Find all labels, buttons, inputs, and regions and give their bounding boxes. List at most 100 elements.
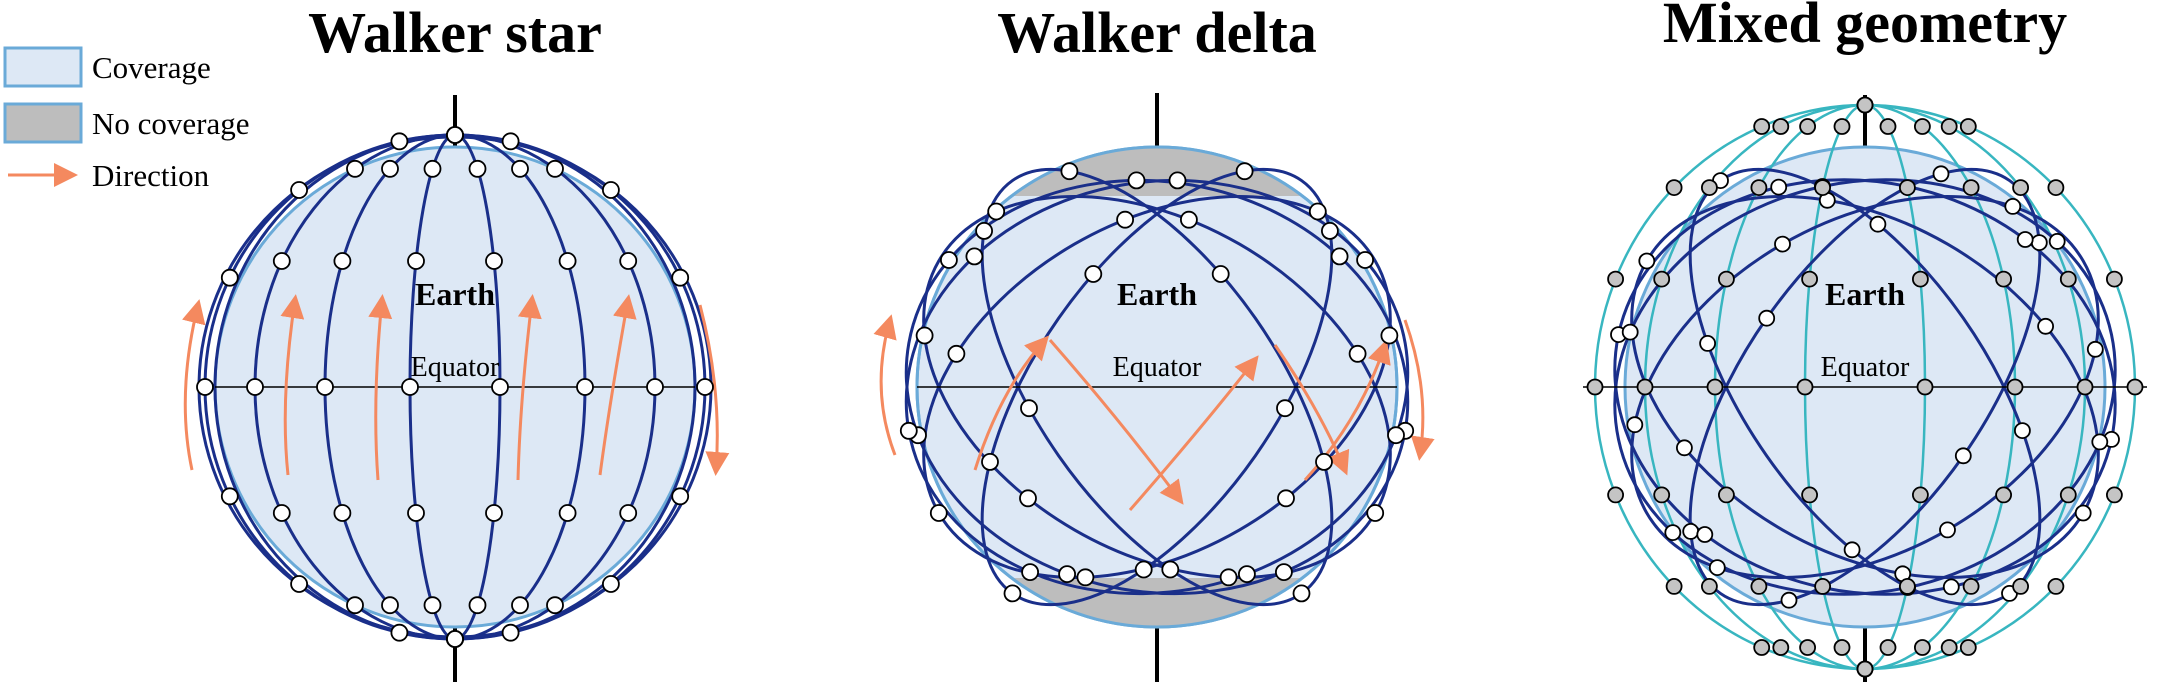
satellite-marker	[947, 344, 966, 363]
satellite-marker	[446, 126, 464, 144]
satellite-marker	[1939, 521, 1956, 539]
satellite-marker	[1772, 118, 1790, 135]
satellite-marker	[2047, 578, 2065, 595]
satellite-marker	[1276, 399, 1294, 418]
satellite-marker	[1380, 326, 1399, 345]
satellite-marker	[272, 252, 291, 270]
satellite-marker	[2091, 433, 2109, 451]
satellite-marker	[1753, 118, 1771, 135]
satellite-marker	[929, 504, 948, 522]
satellite-marker	[1356, 251, 1374, 269]
satellite-marker	[1003, 584, 1022, 603]
satellite-marker	[1699, 334, 1716, 352]
direction-arrow	[368, 294, 393, 481]
satellite-marker	[981, 452, 999, 471]
legend-direction-label: Direction	[92, 158, 210, 193]
satellite-marker	[546, 159, 564, 178]
satellite-marker	[468, 596, 487, 615]
satellite-marker	[1772, 639, 1790, 656]
direction-arrow-layer	[182, 294, 730, 481]
satellite-marker	[1753, 639, 1771, 656]
satellite-marker	[1701, 578, 1718, 595]
satellite-marker	[619, 504, 638, 522]
satellite-marker	[2048, 232, 2066, 250]
satellite-marker	[446, 630, 464, 648]
satellite-marker	[1706, 378, 1724, 396]
satellite-marker	[1879, 118, 1897, 135]
satellite-marker	[333, 252, 352, 270]
satellite-marker	[1833, 639, 1851, 656]
satellite-marker	[1211, 265, 1230, 283]
satellite-marker	[1116, 210, 1134, 229]
satellite-marker	[491, 378, 509, 396]
satellite-marker	[1321, 221, 1339, 240]
satellite-marker	[1932, 165, 1950, 183]
satellite-marker	[576, 378, 594, 396]
satellite-marker	[1774, 235, 1791, 253]
satellite-marker	[1962, 578, 1980, 595]
satellite-marker	[1366, 504, 1385, 522]
satellite-marker	[501, 623, 520, 642]
satellite-marker	[2086, 340, 2104, 358]
satellite-marker	[1638, 252, 1656, 270]
satellite-marker	[401, 378, 419, 396]
satellite-marker	[2047, 179, 2065, 197]
satellite-marker	[2105, 486, 2123, 504]
satellite-marker	[485, 252, 503, 270]
satellite-marker	[1308, 202, 1327, 221]
satellite-marker	[2006, 378, 2024, 396]
panel-title-mixed-geometry: Mixed geometry	[1663, 0, 2067, 55]
satellite-marker	[1750, 179, 1768, 197]
satellite-marker	[2016, 231, 2034, 248]
satellite-marker	[558, 252, 577, 270]
satellite-marker	[1653, 486, 1671, 504]
satellite-marker	[1664, 524, 1682, 541]
satellite-marker	[1665, 179, 1683, 197]
satellite-marker	[1168, 171, 1187, 190]
satellite-marker	[1626, 416, 1644, 434]
satellite-marker	[1292, 584, 1311, 603]
satellite-marker	[1879, 639, 1897, 656]
satellite-marker	[2059, 270, 2077, 288]
satellite-marker	[2012, 179, 2029, 197]
satellite-marker	[1856, 96, 1874, 114]
satellite-marker	[1770, 178, 1788, 196]
satellite-marker	[1665, 578, 1683, 595]
satellite-marker	[485, 504, 503, 522]
satellite-marker	[965, 247, 984, 266]
satellite-marker	[1995, 486, 2012, 504]
satellite-marker	[1235, 162, 1254, 181]
satellite-marker	[2004, 197, 2022, 215]
direction-arrow-layer	[873, 314, 1435, 511]
satellite-marker	[546, 596, 564, 615]
satellite-marker	[1843, 541, 1861, 559]
direction-arrow	[1273, 344, 1350, 476]
direction-arrow	[598, 294, 637, 476]
satellite-marker	[381, 159, 399, 178]
satellite-marker	[1912, 486, 1929, 504]
satellite-marker	[1019, 489, 1037, 508]
direction-arrow	[1128, 355, 1259, 511]
mixed-geometry-panel: Earth Equator	[1583, 95, 2147, 682]
satellite-marker	[1607, 486, 1624, 504]
satellite-marker	[696, 378, 714, 396]
direction-arrow	[1048, 339, 1184, 505]
satellite-marker	[1636, 378, 1654, 396]
satellite-marker	[290, 575, 309, 593]
satellite-marker	[346, 159, 364, 178]
satellite-marker	[1718, 486, 1735, 504]
satellite-marker	[501, 132, 520, 151]
satellite-marker	[2059, 486, 2077, 504]
satellite-marker	[1801, 486, 1818, 504]
earth-label: Earth	[415, 276, 495, 312]
satellite-marker	[407, 252, 425, 270]
satellite-marker	[602, 575, 620, 593]
satellite-marker	[2014, 422, 2031, 440]
walker-star-panel: Earth Equator	[182, 95, 730, 682]
satellite-marker	[1718, 270, 1735, 288]
direction-arrow	[973, 335, 1050, 471]
satellite-marker	[381, 596, 399, 615]
direction-arrow	[516, 294, 542, 481]
satellite-marker	[1914, 639, 1931, 656]
satellite-marker	[975, 221, 993, 240]
